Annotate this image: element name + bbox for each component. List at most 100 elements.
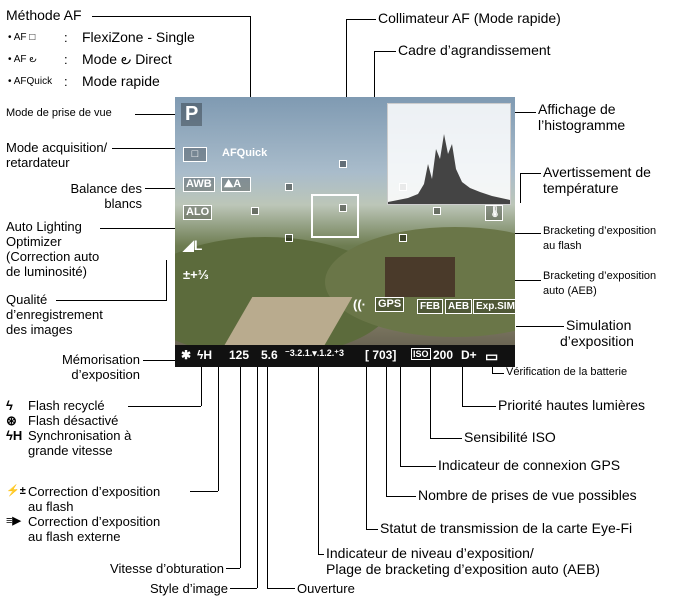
label-collimateur: Collimateur AF (Mode rapide) — [378, 10, 561, 26]
label-acquisition-1: Mode acquisition/ — [6, 140, 108, 155]
leader-line — [374, 51, 396, 52]
label-niveau-1: Indicateur de niveau d’exposition/ — [326, 545, 534, 561]
af-quick-indicator: AFQuick — [222, 147, 268, 159]
battery-icon: ▭ — [485, 348, 499, 364]
leader-line — [128, 406, 201, 407]
af-mode-sep: : — [64, 30, 68, 45]
leader-line — [240, 366, 241, 568]
flash-status-icon: ϟH — [197, 348, 213, 362]
exposure-level-scale: ⁻3.2.1.▾.1.2.⁺3 — [285, 348, 345, 358]
leader-line — [386, 356, 387, 496]
leader-line — [100, 228, 180, 229]
label-qualite-1: Qualité — [6, 292, 48, 307]
leader-line — [430, 356, 431, 438]
label-batterie: Vérification de la batterie — [506, 366, 628, 378]
af-mode-sep: : — [64, 74, 68, 89]
leader-line — [510, 112, 536, 113]
label-histo-1: Affichage de — [538, 101, 616, 117]
label-alo-3: (Correction auto — [6, 249, 100, 264]
leader-line — [520, 173, 521, 203]
ext-flash-comp-icon: ≡▶ — [6, 515, 21, 527]
label-alo-1: Auto Lighting — [6, 219, 82, 234]
label-temp-1: Avertissement de — [543, 164, 651, 180]
label-flash-off: Flash désactivé — [28, 413, 119, 428]
label-priorite: Priorité hautes lumières — [498, 397, 646, 413]
label-memo-2: d’exposition — [71, 367, 140, 382]
live-view-screen: P □ AFQuick AWB ⛰A ALO ◢L ±+⅓ 🌡 ((· GPS … — [175, 97, 515, 367]
exposure-sim-icon: Exp.SIM — [473, 299, 515, 314]
af-mode-desc: Mode rapide — [82, 73, 160, 89]
leader-line — [112, 148, 180, 149]
label-vitesse: Vitesse d’obturation — [110, 561, 224, 576]
flash-comp-icon: ⚡± — [6, 485, 26, 497]
flash-hss-icon: ϟH — [6, 428, 23, 443]
status-bar: ✱ ϟH 125 5.6 ⁻3.2.1.▾.1.2.⁺3 [ 703] ISO … — [175, 345, 515, 367]
label-flash-recycle: Flash recyclé — [28, 398, 105, 413]
label-qualite-2: d’enregistrement — [6, 307, 103, 322]
af-mode-desc: Mode ౿ Direct — [82, 51, 172, 67]
label-niveau-2: Plage de bracketing d’exposition auto (A… — [326, 561, 600, 577]
leader-line — [166, 260, 167, 301]
shots-remaining: [ 703] — [365, 348, 397, 362]
leader-line — [400, 466, 436, 467]
label-qualite-3: des images — [6, 322, 73, 337]
leader-line — [430, 438, 462, 439]
af-point — [251, 207, 259, 215]
white-balance-icon: AWB — [183, 177, 215, 192]
leader-line — [318, 366, 319, 554]
label-style: Style d’image — [149, 581, 228, 596]
leader-line — [346, 19, 376, 20]
ae-lock-icon: ✱ — [181, 348, 192, 362]
histogram-graph — [388, 134, 510, 204]
magnify-frame — [311, 194, 359, 238]
af-point — [285, 183, 293, 191]
leader-line — [516, 326, 564, 327]
leader-line — [92, 16, 250, 17]
af-mode-code: AF ౿ — [8, 52, 37, 67]
label-simulation-1: Simulation — [566, 317, 632, 333]
label-iso: Sensibilité ISO — [464, 429, 556, 445]
highlight-priority-icon: D+ — [461, 348, 477, 362]
label-alo-4: de luminosité) — [6, 264, 87, 279]
gps-icon: GPS — [375, 297, 405, 312]
flash-recycle-icon: ϟ — [6, 398, 13, 413]
drive-icon: □ — [183, 147, 207, 162]
leader-line — [257, 366, 258, 588]
flash-off-icon: ⊛ — [6, 413, 17, 428]
leader-line — [366, 529, 378, 530]
picture-style-icon: ⛰A — [221, 177, 251, 192]
label-flash-comp-1: Correction d’exposition — [28, 484, 161, 499]
temperature-warning-icon: 🌡 — [485, 205, 503, 221]
label-memo-1: Mémorisation — [61, 352, 140, 367]
label-temp-2: température — [543, 180, 619, 196]
leader-line — [400, 320, 401, 466]
af-point — [339, 160, 347, 168]
leader-line — [318, 554, 324, 555]
leader-line — [135, 114, 175, 115]
af-point — [339, 204, 347, 212]
label-bkt-aeb-1: Bracketing d’exposition — [543, 270, 657, 282]
shooting-mode: P — [181, 103, 203, 126]
shutter-speed: 125 — [229, 348, 250, 362]
label-balance-2: blancs — [104, 196, 142, 211]
label-histo-2: l’histogramme — [538, 117, 626, 133]
leader-line — [267, 588, 295, 589]
scenery-cabin — [385, 257, 455, 297]
leader-line — [145, 188, 180, 189]
label-ext-flash-comp-2: au flash externe — [28, 529, 121, 544]
leader-line — [267, 366, 268, 588]
leader-line — [462, 356, 463, 406]
leader-line — [462, 406, 496, 407]
af-method-title: Méthode AF — [6, 7, 82, 23]
histogram — [387, 103, 511, 205]
leader-line — [218, 270, 219, 491]
label-ext-flash-comp-1: Correction d’exposition — [28, 514, 161, 529]
label-flash-comp-2: au flash — [28, 499, 74, 514]
af-mode-desc: FlexiZone - Single — [82, 29, 195, 45]
label-simulation-2: d’exposition — [560, 333, 634, 349]
iso-icon: ISO — [411, 348, 431, 360]
leader-line — [386, 496, 416, 497]
af-mode-sep: : — [64, 52, 68, 67]
eyefi-icon: ((· — [353, 297, 366, 312]
iso-value: 200 — [433, 348, 454, 362]
